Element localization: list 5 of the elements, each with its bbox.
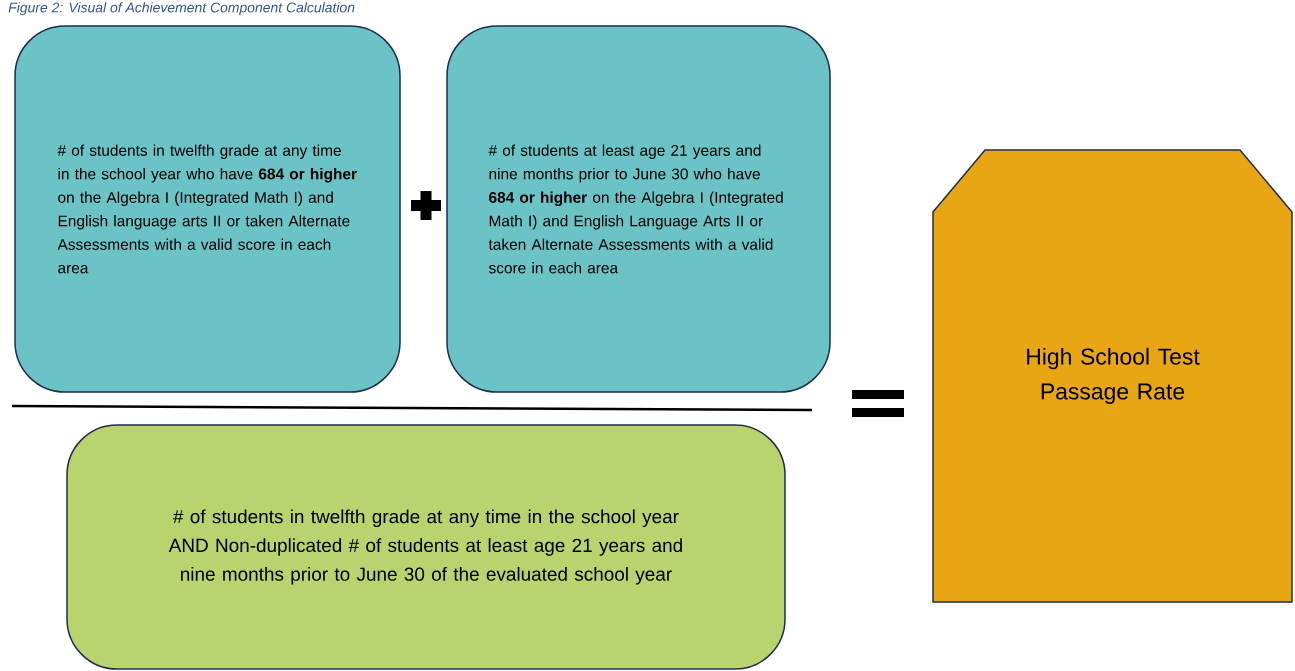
- rounded-box: # of students in twelfth grade at any time in the school year AND Non-duplicated # of students at least age 21 years and nine months prior to June 30 of the evaluated school year: [66, 424, 786, 670]
- rounded-box: # of students at least age 21 years and nine months prior to June 30 who have 684 or higher on the Algebra I (Integrated Math I) and English Language Arts II or taken Alternate Assessments with a valid score in each area: [446, 25, 831, 393]
- rounded-box: # of students in twelfth grade at any time in the school year who have 684 or higher on the Algebra I (Integrated Math I) and English language arts II or taken Alternate Assessments with a valid score in each area: [14, 25, 401, 393]
- figure-title: Figure 2: Visual of Achievement Component Calculation: [8, 2, 355, 16]
- corner-cut-box: High School Test Passage Rate: [932, 149, 1293, 603]
